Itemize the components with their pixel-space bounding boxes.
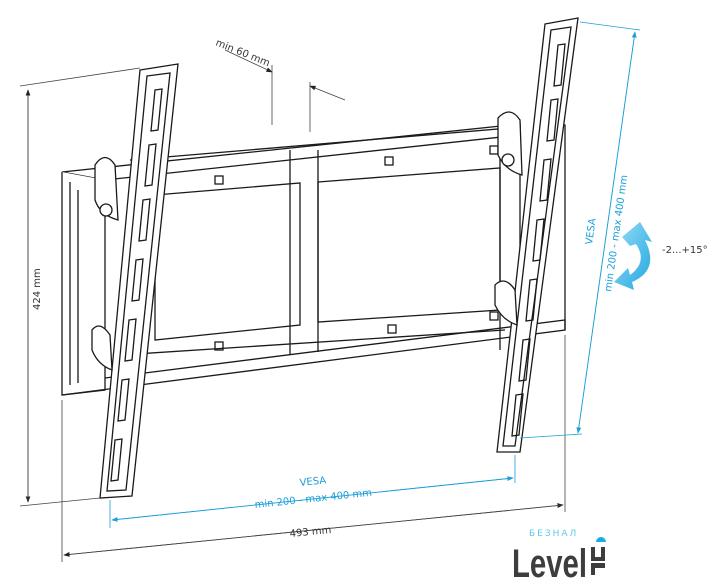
tilt-label: -2...+15° (662, 245, 708, 256)
depth-label: min 60 mm (214, 38, 271, 70)
right-vertical-arm (494, 17, 579, 453)
logo-up-mark (591, 547, 605, 575)
wall-plate (61, 119, 566, 396)
height-dimension (19, 67, 141, 507)
logo-dot (596, 537, 606, 542)
vesa-vertical-dimension (519, 21, 641, 439)
depth-dimension (224, 49, 346, 132)
width-label: 493 mm (289, 525, 332, 540)
logo-main: Level (512, 542, 587, 586)
width-dimension (61, 335, 566, 562)
vesa-horizontal-range: min 200 - max 400 mm (254, 488, 372, 511)
logo-sub: БЕЗНАЛ (529, 529, 578, 539)
tilt-arrow-icon (614, 222, 652, 290)
left-vertical-arm (91, 63, 179, 499)
vesa-vertical-title: VESA (584, 217, 599, 245)
height-label: 424 mm (32, 268, 43, 310)
levelup-logo: БЕЗНАЛ Level (512, 529, 606, 586)
vesa-horizontal-title: VESA (299, 475, 327, 489)
vesa-horizontal-dimension (109, 455, 516, 528)
